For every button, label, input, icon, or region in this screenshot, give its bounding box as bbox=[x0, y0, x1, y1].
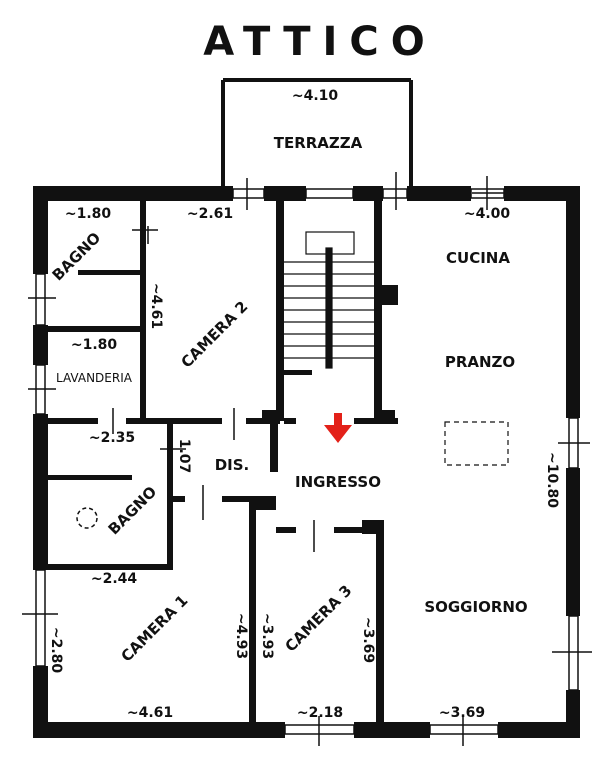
dining-table bbox=[444, 421, 509, 466]
exterior-walls bbox=[33, 186, 580, 738]
room-label-cucina: CUCINA bbox=[446, 249, 510, 267]
dim-cucina-width: ~4.00 bbox=[464, 206, 511, 222]
dim-soggiorno-width: ~3.69 bbox=[439, 705, 485, 721]
dim-camera1-depth: ~2.80 bbox=[48, 627, 64, 674]
room-label-camera3: CAMERA 3 bbox=[281, 581, 355, 655]
dim-camera3-other: ~3.69 bbox=[360, 617, 376, 663]
door-markers bbox=[22, 172, 592, 746]
room-label-lavanderia: LAVANDERIA bbox=[56, 371, 133, 385]
dim-terrazza-width: ~4.10 bbox=[292, 88, 339, 104]
dim-camera1-width-bottom: ~4.61 bbox=[127, 705, 173, 721]
room-label-terrazza: TERRAZZA bbox=[274, 134, 363, 152]
terrace bbox=[221, 78, 413, 190]
room-label-bagno2: BAGNO bbox=[105, 483, 161, 539]
dim-soggiorno-depth: ~10.80 bbox=[544, 452, 560, 508]
dim-camera3-side: ~3.93 bbox=[259, 613, 275, 659]
room-label-camera1: CAMERA 1 bbox=[117, 591, 191, 665]
dim-camera3-width: ~2.18 bbox=[297, 705, 343, 721]
room-label-ingresso: INGRESSO bbox=[295, 473, 381, 491]
dim-camera2-depth: ~4.61 bbox=[148, 283, 164, 329]
dim-bagno2-width: ~2.35 bbox=[89, 430, 135, 446]
room-label-pranzo: PRANZO bbox=[445, 353, 515, 371]
dim-dis-width: 1.07 bbox=[176, 439, 192, 474]
room-label-camera2: CAMERA 2 bbox=[177, 297, 251, 371]
dim-camera1-width-top: ~2.44 bbox=[91, 571, 138, 587]
dashed-circle-icon bbox=[76, 507, 98, 529]
plan-title: ATTICO bbox=[203, 19, 437, 65]
room-label-soggiorno: SOGGIORNO bbox=[424, 598, 527, 616]
dim-lavanderia-width: ~1.80 bbox=[71, 337, 118, 353]
dim-camera1-side: ~4.93 bbox=[233, 613, 249, 659]
dim-camera2-width: ~2.61 bbox=[187, 206, 233, 222]
interior-walls bbox=[48, 201, 398, 722]
room-label-dis: DIS. bbox=[215, 456, 250, 474]
staircase bbox=[284, 231, 374, 369]
down-arrow-icon bbox=[324, 413, 352, 443]
dim-bagno1-width: ~1.80 bbox=[65, 206, 112, 222]
room-label-bagno1: BAGNO bbox=[49, 229, 105, 285]
